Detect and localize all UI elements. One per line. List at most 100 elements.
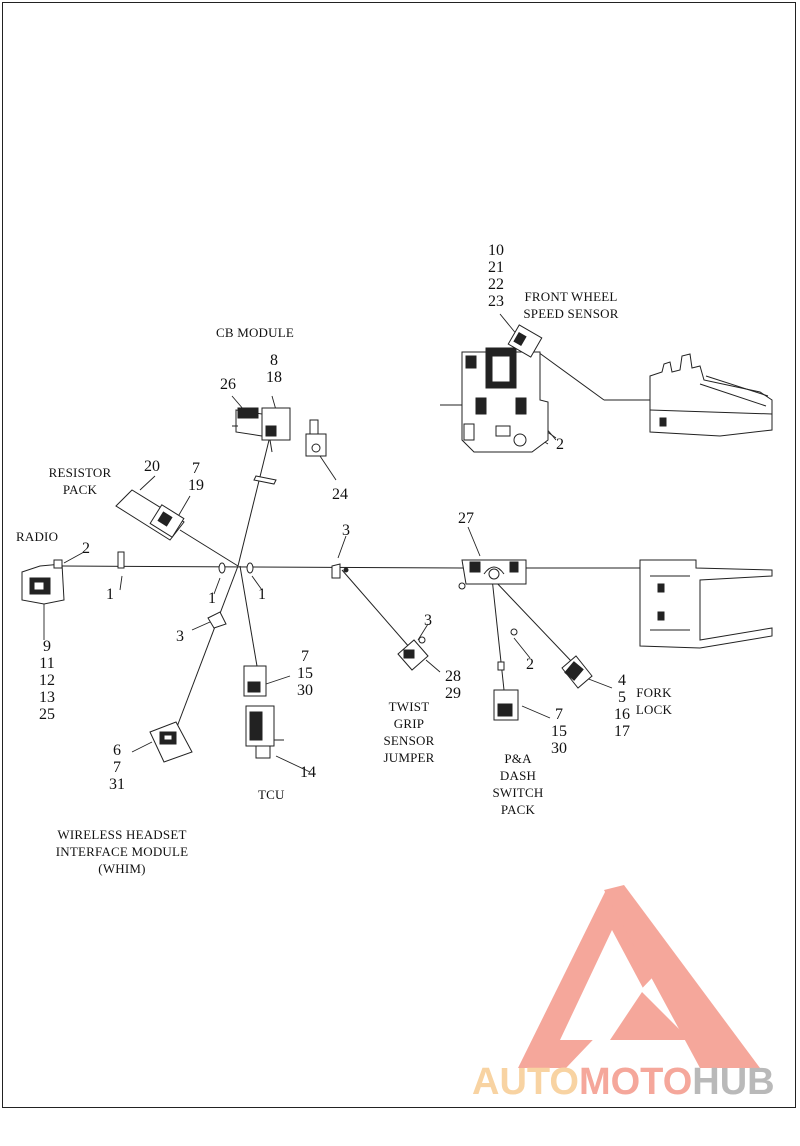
callout-speed-clip: 2 — [556, 436, 564, 453]
callout-pa-conn: 7 15 30 — [546, 706, 572, 757]
callout-whim-conn: 6 7 31 — [104, 742, 130, 793]
fork-label-line2: LOCK — [635, 702, 673, 717]
radio-label: RADIO — [16, 529, 59, 544]
callout-20: 20 — [144, 458, 160, 475]
callout-resistor-conn: 7 19 — [184, 460, 208, 494]
fork-lock-label: FORK LOCK — [630, 684, 678, 718]
callout-num: 7 — [113, 759, 121, 776]
callout-twist-3: 3 — [424, 612, 432, 629]
page-border — [2, 2, 796, 1108]
callout-twist-conn: 28 29 — [440, 668, 466, 702]
callout-speed-sensor: 10 21 22 23 — [480, 242, 512, 310]
fork-label-line1: FORK — [636, 685, 672, 700]
pa-label-line3: SWITCH — [492, 785, 544, 800]
cb-module-connector-icon — [232, 407, 291, 453]
whim-label-line2: INTERFACE MODULE — [55, 844, 189, 859]
pa-label-line2: DASH — [499, 768, 537, 783]
callout-num: 12 — [39, 672, 55, 689]
callout-num: 30 — [297, 682, 313, 699]
cb-module-label: CB MODULE — [216, 325, 294, 340]
callout-pa-clip-2: 2 — [526, 656, 534, 673]
fork-slider-top-icon — [649, 353, 773, 437]
front-wheel-label-line2: SPEED SENSOR — [523, 306, 619, 321]
pa-dash-switch-pack-label: P&A DASH SWITCH PACK — [486, 750, 550, 818]
callout-cb-connector: 8 18 — [262, 352, 286, 386]
callout-num: 8 — [270, 352, 278, 369]
callout-num: 11 — [39, 655, 55, 672]
callout-num: 7 — [301, 648, 309, 665]
callout-num: 19 — [188, 477, 204, 494]
front-wheel-label-line1: FRONT WHEEL — [524, 289, 618, 304]
callout-num: 31 — [109, 776, 125, 793]
callout-num: 4 — [618, 672, 626, 689]
pa-dash-connector-icon — [493, 628, 519, 721]
whim-connector-icon — [149, 721, 193, 763]
callout-num: 7 — [555, 706, 563, 723]
callout-num: 7 — [192, 460, 200, 477]
callout-radio-2: 2 — [82, 540, 90, 557]
connector-24-icon — [305, 419, 327, 457]
callout-num: 5 — [618, 689, 626, 706]
callout-num: 25 — [39, 706, 55, 723]
callout-24: 24 — [332, 486, 348, 503]
callout-num: 16 — [614, 706, 630, 723]
callout-num: 18 — [266, 369, 282, 386]
front-wheel-speed-sensor-label: FRONT WHEEL SPEED SENSOR — [520, 288, 622, 322]
tcu-label: TCU — [258, 787, 285, 802]
fork-slider-bottom-icon — [639, 559, 773, 649]
watermark-text: AUTOMOTOHUB — [472, 1060, 775, 1104]
callout-num: 9 — [43, 638, 51, 655]
harness-wires — [61, 351, 650, 741]
resistor-label-line1: RESISTOR — [48, 465, 112, 480]
twist-label-line3: SENSOR — [383, 733, 435, 748]
twist-grip-connector-icon — [397, 636, 429, 671]
pa-label-line4: PACK — [500, 802, 536, 817]
pa-label-line1: P&A — [504, 751, 532, 766]
resistor-label-line2: PACK — [62, 482, 98, 497]
callout-tcu-conn: 7 15 30 — [292, 648, 318, 699]
watermark-part-auto: AUTO — [472, 1061, 579, 1103]
callout-tcu-14: 14 — [300, 764, 316, 781]
callout-clip-1c: 1 — [258, 586, 266, 603]
callout-num: 15 — [551, 723, 567, 740]
callout-num: 6 — [113, 742, 121, 759]
callout-clip-1b: 1 — [208, 590, 216, 607]
twist-grip-sensor-jumper-label: TWIST GRIP SENSOR JUMPER — [374, 698, 444, 766]
callout-fork-conn: 4 5 16 17 — [610, 672, 634, 740]
twist-label-line2: GRIP — [393, 716, 425, 731]
callout-num: 15 — [297, 665, 313, 682]
callout-num: 10 — [488, 242, 504, 259]
callout-num: 21 — [488, 259, 504, 276]
callout-num: 17 — [614, 723, 630, 740]
harness-clips-icon — [117, 475, 349, 629]
callout-clip-1a: 1 — [106, 586, 114, 603]
fork-lock-connector-icon — [561, 655, 593, 689]
whim-label: WIRELESS HEADSET INTERFACE MODULE (WHIM) — [44, 826, 200, 877]
tcu-connector-icon — [243, 665, 284, 759]
watermark-part-moto: MOTO — [578, 1061, 693, 1103]
callout-clip-3b: 3 — [342, 522, 350, 539]
callout-num: 29 — [445, 685, 461, 702]
callout-num: 23 — [488, 293, 504, 310]
callout-num: 28 — [445, 668, 461, 685]
callout-num: 22 — [488, 276, 504, 293]
radio-connector-icon — [21, 559, 65, 605]
callout-num: 30 — [551, 740, 567, 757]
callout-26: 26 — [220, 376, 236, 393]
callout-clip-3a: 3 — [176, 628, 184, 645]
resistor-pack-label: RESISTOR PACK — [44, 464, 116, 498]
mounting-bracket-icon — [458, 559, 527, 590]
front-fender-bracket-icon — [461, 324, 549, 453]
callout-radio-parts: 9 11 12 13 25 — [34, 638, 60, 723]
twist-label-line1: TWIST — [388, 699, 430, 714]
callout-bracket-27: 27 — [458, 510, 474, 527]
watermark-logo-icon — [518, 885, 760, 1068]
twist-label-line4: JUMPER — [383, 750, 435, 765]
whim-label-line1: WIRELESS HEADSET — [57, 827, 187, 842]
callout-num: 13 — [39, 689, 55, 706]
whim-label-line3: (WHIM) — [98, 861, 146, 876]
resistor-pack-icon — [115, 489, 185, 541]
watermark-part-hub: HUB — [692, 1061, 775, 1103]
